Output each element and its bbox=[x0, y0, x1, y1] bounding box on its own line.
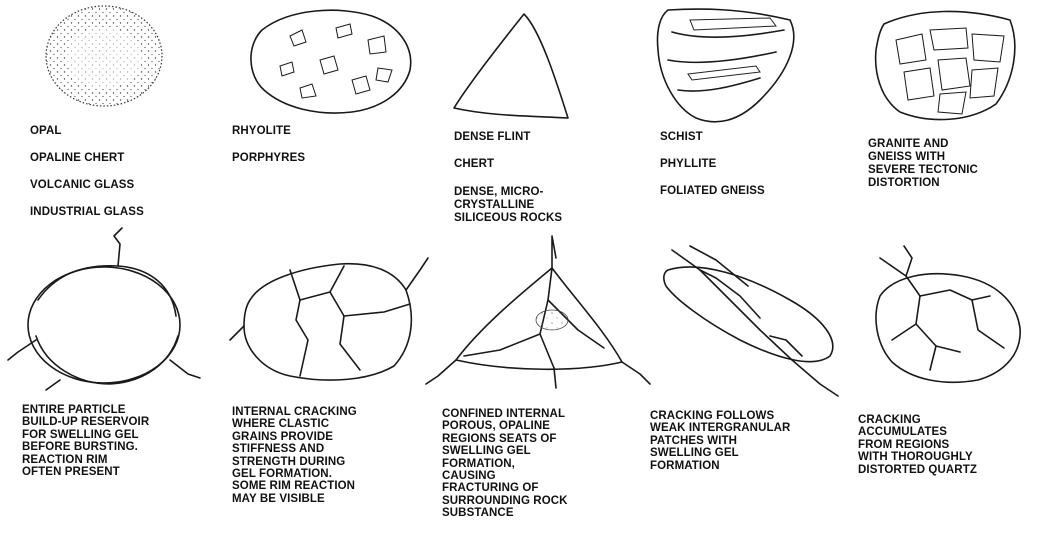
rock-types-granite: GRANITE AND GNEISS WITH SEVERE TECTONIC … bbox=[868, 138, 978, 190]
rock-type-label: OPAL bbox=[30, 118, 144, 145]
description-rhyolite: INTERNAL CRACKING WHERE CLASTIC GRAINS P… bbox=[232, 406, 357, 505]
rock-type-label: SCHIST bbox=[660, 124, 765, 151]
flint-particle bbox=[454, 14, 568, 118]
description-line: SWELLING GEL bbox=[650, 447, 790, 459]
rock-type-label: GNEISS WITH bbox=[868, 151, 978, 164]
rock-type-label: INDUSTRIAL GLASS bbox=[30, 199, 144, 226]
description-line: SURROUNDING ROCK bbox=[442, 495, 568, 507]
description-line: SOME RIM REACTION bbox=[232, 480, 357, 492]
description-line: FOR SWELLING GEL bbox=[22, 429, 149, 441]
description-line: ENTIRE PARTICLE bbox=[22, 404, 149, 416]
description-line: WEAK INTERGRANULAR bbox=[650, 422, 790, 434]
rock-type-label: VOLCANIC GLASS bbox=[30, 172, 144, 199]
rock-types-flint: DENSE FLINT CHERT DENSE, MICRO- CRYSTALL… bbox=[454, 124, 562, 225]
flint-crack-pattern bbox=[426, 236, 650, 388]
description-line: GEL FORMATION. bbox=[232, 468, 357, 480]
description-line: SWELLING GEL bbox=[442, 445, 568, 457]
description-line: BUILD-UP RESERVOIR bbox=[22, 416, 149, 428]
rock-types-opal: OPAL OPALINE CHERT VOLCANIC GLASS INDUST… bbox=[30, 118, 144, 226]
schist-crack-pattern bbox=[664, 246, 838, 396]
rock-type-label: OPALINE CHERT bbox=[30, 145, 144, 172]
description-line: WHERE CLASTIC bbox=[232, 418, 357, 430]
opal-particle bbox=[46, 6, 162, 106]
rhyolite-particle bbox=[251, 10, 411, 113]
description-line: INTERNAL CRACKING bbox=[232, 406, 357, 418]
description-line: WITH THOROUGHLY bbox=[858, 451, 977, 463]
schist-particle bbox=[657, 9, 793, 122]
description-line: SUBSTANCE bbox=[442, 507, 568, 519]
description-line: POROUS, OPALINE bbox=[442, 420, 568, 432]
rock-type-label: DENSE, MICRO- bbox=[454, 186, 562, 199]
rock-type-label: CRYSTALLINE bbox=[454, 199, 562, 212]
description-line: CRACKING FOLLOWS bbox=[650, 410, 790, 422]
rock-type-label: SEVERE TECTONIC bbox=[868, 164, 978, 177]
description-line: BEFORE BURSTING. bbox=[22, 441, 149, 453]
rock-type-label: DENSE FLINT bbox=[454, 124, 562, 151]
description-line: REACTION RIM bbox=[22, 454, 149, 466]
rock-type-label: PHYLLITE bbox=[660, 151, 765, 178]
rhyolite-crack-pattern bbox=[230, 258, 428, 380]
description-line: PATCHES WITH bbox=[650, 435, 790, 447]
rock-type-label: SILICEOUS ROCKS bbox=[454, 212, 562, 225]
description-line: FORMATION, bbox=[442, 458, 568, 470]
description-line: CRACKING bbox=[858, 414, 977, 426]
description-schist: CRACKING FOLLOWS WEAK INTERGRANULAR PATC… bbox=[650, 410, 790, 472]
rock-type-label: PORPHYRES bbox=[232, 145, 305, 172]
description-line: DISTORTED QUARTZ bbox=[858, 464, 977, 476]
rock-types-rhyolite: RHYOLITE PORPHYRES bbox=[232, 118, 305, 172]
description-line: MAY BE VISIBLE bbox=[232, 493, 357, 505]
description-line: OFTEN PRESENT bbox=[22, 466, 149, 478]
rock-type-label: RHYOLITE bbox=[232, 118, 305, 145]
rock-type-label: CHERT bbox=[454, 151, 562, 178]
description-line: CONFINED INTERNAL bbox=[442, 408, 568, 420]
description-line: CAUSING bbox=[442, 470, 568, 482]
description-line: REGIONS SEATS OF bbox=[442, 433, 568, 445]
description-granite: CRACKING ACCUMULATES FROM REGIONS WITH T… bbox=[858, 414, 977, 476]
description-line: STIFFNESS AND bbox=[232, 443, 357, 455]
description-line: ACCUMULATES bbox=[858, 426, 977, 438]
description-opal: ENTIRE PARTICLE BUILD-UP RESERVOIR FOR S… bbox=[22, 404, 149, 478]
description-line: FROM REGIONS bbox=[858, 439, 977, 451]
description-line: FRACTURING OF bbox=[442, 482, 568, 494]
granite-crack-pattern bbox=[876, 246, 1020, 382]
rock-type-label: GRANITE AND bbox=[868, 138, 978, 151]
description-flint: CONFINED INTERNAL POROUS, OPALINE REGION… bbox=[442, 408, 568, 520]
opal-crack-pattern bbox=[8, 228, 200, 390]
rock-types-schist: SCHIST PHYLLITE FOLIATED GNEISS bbox=[660, 124, 765, 205]
granite-particle bbox=[876, 11, 1015, 119]
rock-type-label: DISTORTION bbox=[868, 177, 978, 190]
description-line: GRAINS PROVIDE bbox=[232, 431, 357, 443]
rock-type-label: FOLIATED GNEISS bbox=[660, 178, 765, 205]
description-line: STRENGTH DURING bbox=[232, 456, 357, 468]
description-line: FORMATION bbox=[650, 460, 790, 472]
